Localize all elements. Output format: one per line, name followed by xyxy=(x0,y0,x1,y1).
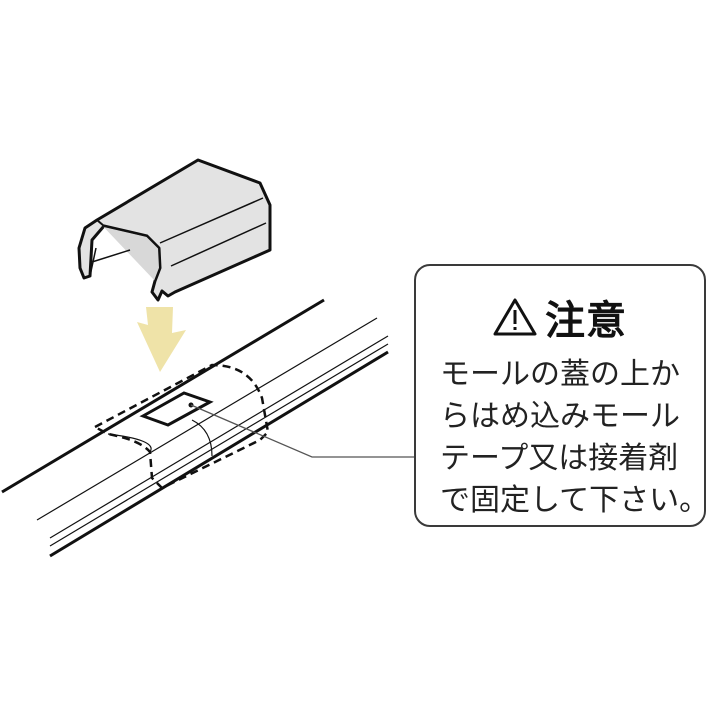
caution-title: 注意 xyxy=(545,298,627,344)
cover-position-outline xyxy=(92,363,270,490)
label-sticker xyxy=(139,391,214,427)
caution-line: らはめ込みモール xyxy=(440,399,680,434)
molding-rail xyxy=(1,298,389,558)
leader-line xyxy=(190,404,414,458)
caution-heading: 注意 xyxy=(416,288,704,346)
caution-line: テープ又は接着剤 xyxy=(440,441,679,476)
joint-cover xyxy=(77,158,272,302)
cover-seam xyxy=(107,419,213,457)
caution-callout: 注意 モールの蓋の上か らはめ込みモール テープ又は接着剤 で固定して下さい。 xyxy=(414,264,710,527)
caution-line: モールの蓋の上か xyxy=(440,357,680,392)
caution-message: モールの蓋の上か らはめ込みモール テープ又は接着剤 で固定して下さい。 xyxy=(440,354,710,522)
warning-triangle-icon xyxy=(493,298,537,336)
caution-line: で固定して下さい。 xyxy=(440,483,710,518)
down-arrow-icon xyxy=(137,307,186,372)
